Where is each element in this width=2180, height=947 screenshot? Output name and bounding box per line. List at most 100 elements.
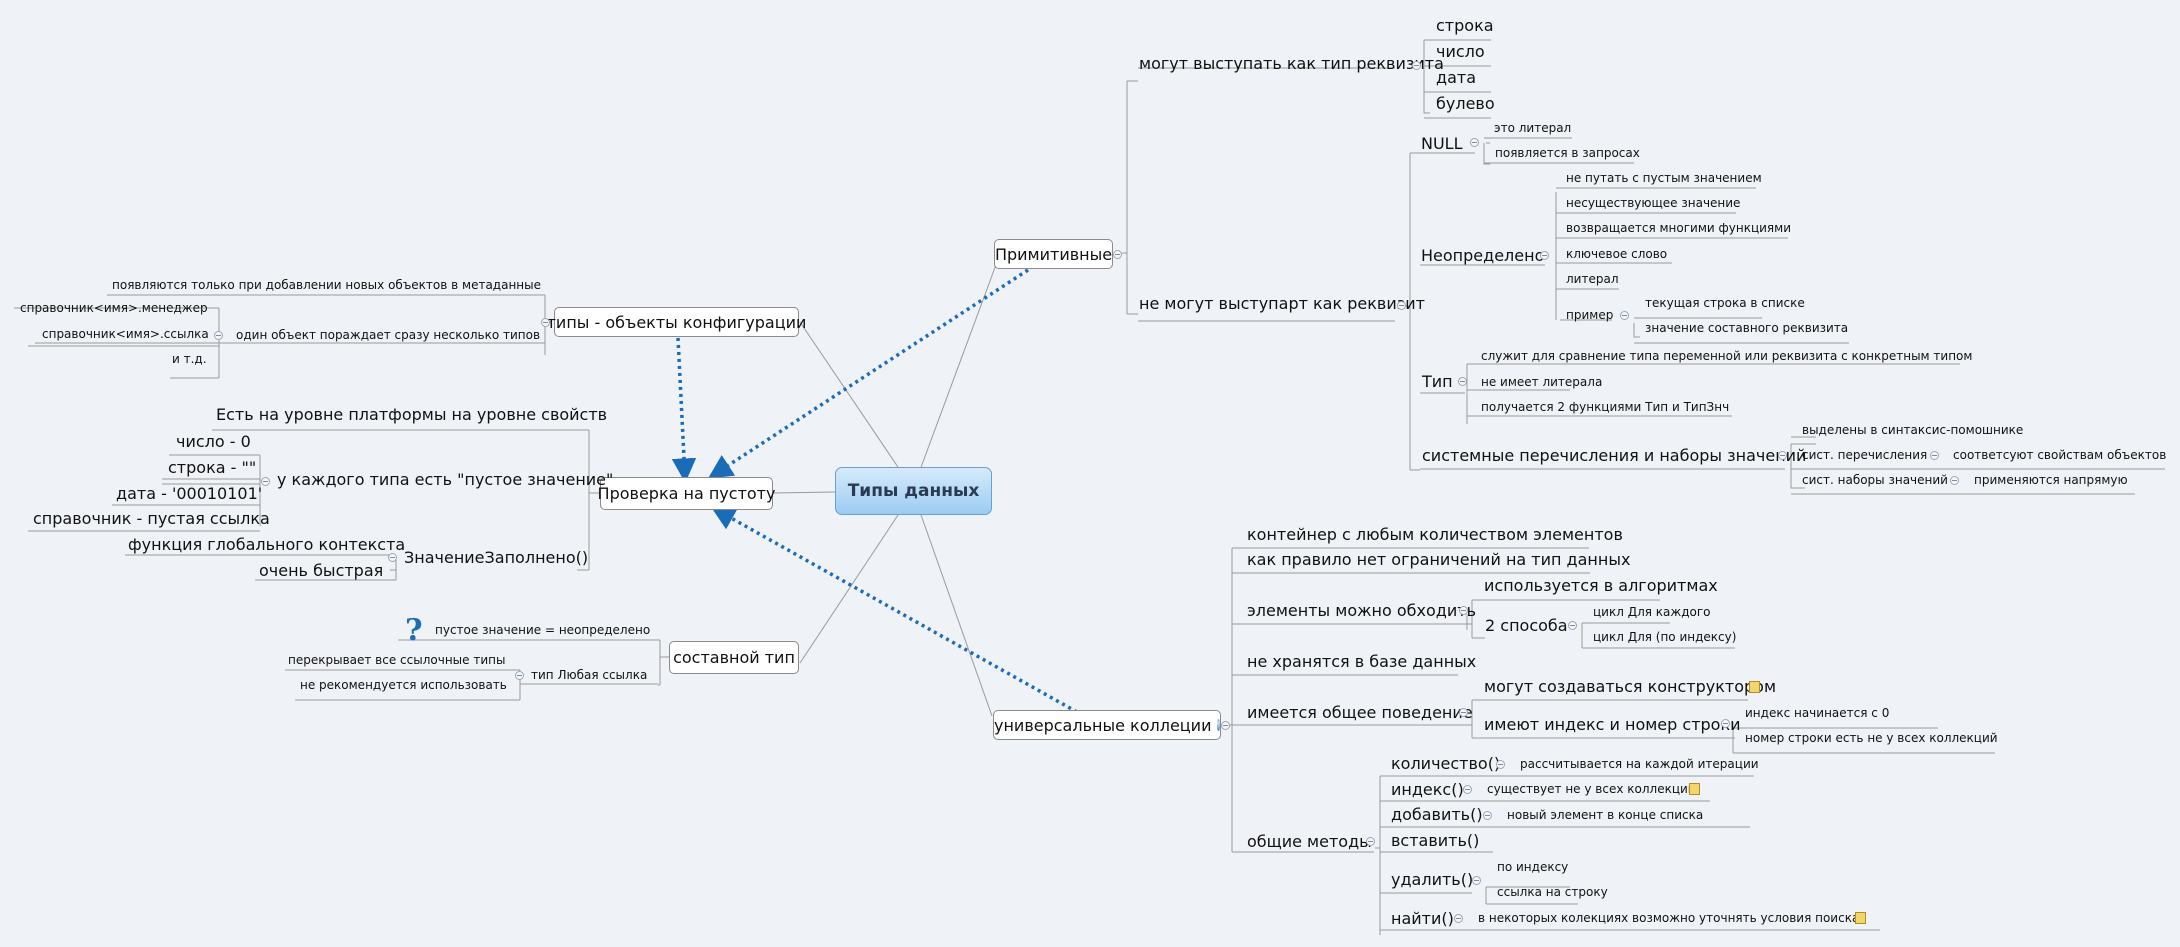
collapse-toggle-icon[interactable] <box>1366 837 1375 846</box>
empty-each-type-item: справочник - пустая ссылка <box>33 509 270 528</box>
collapse-toggle-icon[interactable] <box>1496 760 1505 769</box>
can-be-item: число <box>1436 42 1485 61</box>
collapse-toggle-icon[interactable] <box>261 477 270 486</box>
ways-item: цикл Для (по индексу) <box>1593 630 1737 644</box>
can-be-item: булево <box>1436 94 1495 113</box>
undefined-item: ключевое слово <box>1566 247 1668 261</box>
topic-primitive[interactable]: Примитивные <box>994 239 1113 269</box>
undefined-item: не путать с пустым значением <box>1566 171 1762 185</box>
method-add: добавить() <box>1391 805 1483 824</box>
collapse-toggle-icon[interactable] <box>1483 811 1492 820</box>
empty-filled-item: очень быстрая <box>259 561 384 580</box>
collapse-toggle-icon[interactable] <box>1113 250 1122 259</box>
collapse-toggle-icon[interactable] <box>1721 719 1730 728</box>
ways-topic: 2 способа <box>1485 616 1568 635</box>
empty-each-type: у каждого типа есть "пустое значение" <box>277 470 614 489</box>
collapse-toggle-icon[interactable] <box>1397 301 1406 310</box>
collapse-toggle-icon[interactable] <box>1454 914 1463 923</box>
index-row-topic: имеют индекс и номер строки <box>1484 715 1741 734</box>
composite-empty-eq: пустое значение = неопределено <box>435 623 651 637</box>
method-index-child: существует не у всех коллекций <box>1487 782 1696 796</box>
empty-platform: Есть на уровне платформы на уровне свойс… <box>216 405 608 424</box>
collapse-toggle-icon[interactable] <box>1458 377 1467 386</box>
cannot-be-requisite: не могут выступарт как реквизит <box>1139 294 1425 313</box>
config-item: и т.д. <box>172 352 207 366</box>
root-topic-label: Типы данных <box>847 481 980 501</box>
topic-collections-label: универсальные коллеции <box>994 715 1212 735</box>
type-item: служит для сравнение типа переменной или… <box>1481 349 1973 363</box>
example-topic: пример <box>1566 308 1614 322</box>
collapse-toggle-icon[interactable] <box>214 331 223 340</box>
collapse-toggle-icon[interactable] <box>1620 311 1629 320</box>
topic-empty-check-label: Проверка на пустоту <box>597 484 776 503</box>
undefined-item: несуществующее значение <box>1566 196 1741 210</box>
system-sets-child: применяются напрямую <box>1974 473 2128 487</box>
collapse-toggle-icon[interactable] <box>515 671 524 680</box>
traverse-used: используется в алгоритмах <box>1484 576 1718 595</box>
can-be-item: строка <box>1436 16 1494 35</box>
topic-composite[interactable]: составной тип <box>669 641 799 674</box>
topic-config-types-label: типы - объекты конфигурации <box>546 312 807 332</box>
collapse-toggle-icon[interactable] <box>1470 138 1479 147</box>
traverse-topic: элементы можно обходить <box>1247 601 1476 620</box>
empty-filled-item: функция глобального контекста <box>128 535 406 554</box>
method-index: индекс() <box>1391 780 1464 799</box>
collapse-toggle-icon[interactable] <box>1540 251 1549 260</box>
collapse-toggle-icon[interactable] <box>1459 708 1468 717</box>
example-item: значение составного реквизита <box>1645 321 1849 335</box>
collapse-toggle-icon[interactable] <box>1778 451 1787 460</box>
note-icon[interactable] <box>1855 912 1866 924</box>
config-appear: появляются только при добавлении новых о… <box>112 278 542 292</box>
composite-any-ref: тип Любая ссылка <box>531 668 648 682</box>
collapse-toggle-icon[interactable] <box>1459 606 1468 615</box>
empty-each-type-item: строка - "" <box>168 458 257 477</box>
collapse-toggle-icon[interactable] <box>1463 785 1472 794</box>
undefined-topic: Неопределено <box>1421 246 1545 265</box>
delete-item: ссылка на строку <box>1497 885 1608 899</box>
type-item: не имеет литерала <box>1481 375 1603 389</box>
collapse-toggle-icon[interactable] <box>1472 876 1481 885</box>
null-item: появляется в запросах <box>1495 146 1640 160</box>
collapse-toggle-icon[interactable] <box>1930 451 1939 460</box>
can-be-requisite: могут выступать как тип реквизита <box>1139 54 1444 73</box>
topic-composite-label: составной тип <box>673 648 795 667</box>
undefined-item: литерал <box>1566 272 1619 286</box>
common-behavior-topic: имеется общее поведение <box>1247 703 1473 722</box>
method-find-child: в некоторых колекциях возможно уточнять … <box>1478 911 1860 925</box>
ways-item: цикл Для каждого <box>1593 605 1711 619</box>
collapse-toggle-icon[interactable] <box>1950 476 1959 485</box>
config-one-object: один объект пораждает сразу несколько ти… <box>236 328 541 342</box>
type-item: получается 2 функциями Тип и ТипЗнч <box>1481 400 1730 414</box>
collapse-toggle-icon[interactable] <box>388 553 397 562</box>
root-topic[interactable]: Типы данных <box>835 467 992 515</box>
collapse-toggle-icon[interactable] <box>1221 721 1230 730</box>
empty-each-type-item: число - 0 <box>176 432 251 451</box>
topic-config-types[interactable]: типы - объекты конфигурации <box>547 307 806 337</box>
index-row-item: индекс начинается с 0 <box>1745 706 1890 720</box>
method-add-child: новый элемент в конце списка <box>1507 808 1704 822</box>
collapse-toggle-icon[interactable] <box>541 318 550 327</box>
can-be-item: дата <box>1436 68 1476 87</box>
globe-icon <box>1217 719 1220 731</box>
method-count-child: рассчитывается на каждой итерации <box>1520 757 1759 771</box>
collapse-toggle-icon[interactable] <box>1568 621 1577 630</box>
system-item: сист. наборы значений <box>1802 473 1948 487</box>
composite-any-ref-item: не рекомендуется использовать <box>300 678 507 692</box>
composite-any-ref-item: перекрывает все ссылочные типы <box>288 653 506 667</box>
type-topic: Тип <box>1422 372 1453 391</box>
constructor-item: могут создаваться конструктором <box>1484 677 1777 696</box>
note-icon[interactable] <box>1689 783 1700 795</box>
note-icon[interactable] <box>1749 681 1760 693</box>
undefined-item: возвращается многими функциями <box>1566 221 1791 235</box>
method-delete: удалить() <box>1391 870 1474 889</box>
null-topic: NULL <box>1421 134 1463 153</box>
topic-collections[interactable]: универсальные коллеции <box>993 710 1221 740</box>
example-item: текущая строка в списке <box>1645 296 1805 310</box>
method-count: количество() <box>1391 754 1501 773</box>
empty-filled: ЗначениеЗаполнено() <box>404 548 589 567</box>
topic-empty-check[interactable]: Проверка на пустоту <box>597 477 776 510</box>
collapse-toggle-icon[interactable] <box>1412 61 1421 70</box>
question-icon: ? <box>405 613 423 648</box>
empty-each-type-item: дата - '00010101' <box>116 484 263 503</box>
